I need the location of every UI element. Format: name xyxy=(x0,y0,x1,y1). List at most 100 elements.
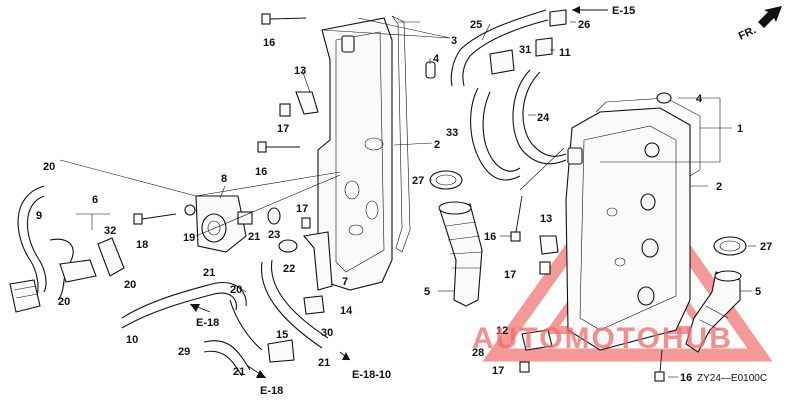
callout-4: 4 xyxy=(696,93,703,105)
callout-19: 19 xyxy=(183,232,195,244)
hose-30-outer xyxy=(270,259,329,339)
callout-23: 23 xyxy=(268,229,280,241)
seal-4-right xyxy=(656,92,672,104)
callout-3: 3 xyxy=(451,35,457,47)
oring-19 xyxy=(184,204,196,216)
sensor-32 xyxy=(97,237,125,277)
fitting-26 xyxy=(549,9,567,27)
seal-4-left xyxy=(425,61,436,79)
callout-20: 20 xyxy=(230,284,242,296)
bolt-16b xyxy=(257,141,300,153)
bolt-16a xyxy=(261,13,307,25)
callout-1: 1 xyxy=(737,123,743,135)
callout-15: 15 xyxy=(276,329,288,341)
air-valve-8 xyxy=(195,195,253,253)
callout-2: 2 xyxy=(434,139,440,151)
gasket-left xyxy=(391,15,411,253)
clamp-27-right-inner xyxy=(719,240,741,252)
cylinder-cover-right xyxy=(565,97,701,351)
callout-16: 16 xyxy=(263,37,275,49)
clamp-27-right xyxy=(713,236,747,256)
callout-18: 18 xyxy=(136,239,148,251)
oring-23 xyxy=(267,207,281,225)
callout-17: 17 xyxy=(296,203,308,215)
callout-17: 17 xyxy=(504,269,516,281)
fitting-11 xyxy=(535,37,553,57)
bolt-16c xyxy=(510,195,523,242)
bracket-13a xyxy=(295,91,319,115)
callout-16: 16 xyxy=(255,166,267,178)
clip-14 xyxy=(303,295,325,315)
hose-29 xyxy=(203,340,251,371)
hose-33-outer xyxy=(482,91,521,172)
callout-25: 25 xyxy=(470,19,482,31)
callout-21: 21 xyxy=(248,231,260,243)
hose-25-outer xyxy=(462,19,549,87)
callout-2: 2 xyxy=(716,181,722,193)
bracket-12 xyxy=(521,329,553,351)
callout-8: 8 xyxy=(221,173,227,185)
callout-32: 32 xyxy=(104,225,116,237)
callout-11: 11 xyxy=(559,47,571,59)
callout-20: 20 xyxy=(43,161,55,173)
callout-30: 30 xyxy=(321,327,333,339)
callout-20: 20 xyxy=(58,296,70,308)
callout-16: 16 xyxy=(680,372,692,384)
bolt-16d xyxy=(654,349,665,382)
callout-17: 17 xyxy=(277,123,289,135)
callout-21: 21 xyxy=(233,366,245,378)
callout-7: 7 xyxy=(342,276,348,288)
callout-33: 33 xyxy=(446,127,458,139)
hose-30 xyxy=(260,261,323,349)
callout-16: 16 xyxy=(484,231,496,243)
hose-10-outer xyxy=(121,292,237,329)
callout-22: 22 xyxy=(283,263,295,275)
callout-labels: 16 3 4 13 17 2 16 20 9 6 32 18 8 19 21 2… xyxy=(36,19,772,384)
arrow-e18-10 xyxy=(339,351,351,361)
clamp-27-left xyxy=(429,170,463,190)
callout-12: 12 xyxy=(496,325,508,337)
bolt-17c xyxy=(539,261,551,275)
bracket-13b xyxy=(539,235,559,255)
reference-e18: E-18 xyxy=(260,385,283,397)
clip-31 xyxy=(489,49,515,75)
elbow-tube-left xyxy=(438,201,483,307)
callout-27: 27 xyxy=(760,241,772,253)
callout-28: 28 xyxy=(472,347,484,359)
hose-9 xyxy=(17,185,45,297)
leader-lines xyxy=(59,17,756,378)
callout-29: 29 xyxy=(178,346,190,358)
callout-31: 31 xyxy=(519,44,531,56)
hose-25 xyxy=(450,9,547,87)
callout-5: 5 xyxy=(424,286,430,298)
bolt-17d xyxy=(519,361,530,373)
clamp-27-left-inner xyxy=(435,174,457,186)
hose-9-outer xyxy=(26,195,47,293)
sensor-plug xyxy=(9,279,41,313)
cylinder-cover-left xyxy=(317,17,393,291)
hose-24 xyxy=(512,69,567,165)
callout-21: 21 xyxy=(318,357,330,369)
reference-e15: E-15 xyxy=(612,5,635,17)
watermark-text: AUTOMOTOHUB xyxy=(472,322,733,355)
reference-e18-10: E-18-10 xyxy=(352,369,391,381)
bracket-7 xyxy=(302,231,333,291)
arrow-e18a xyxy=(189,303,211,313)
clamp-22 xyxy=(278,239,298,253)
callout-27: 27 xyxy=(412,175,424,187)
bolt-17b xyxy=(301,217,311,229)
arrow-e18b xyxy=(247,365,267,379)
hose-29-outer xyxy=(203,350,243,377)
bolt-17a xyxy=(279,103,291,117)
reference-labels: E-15 E-18 E-18 E-18-10 xyxy=(196,5,635,397)
callout-10: 10 xyxy=(126,334,138,346)
callout-21: 21 xyxy=(203,267,215,279)
callout-20: 20 xyxy=(124,279,136,291)
front-direction-arrow xyxy=(758,6,782,28)
hose-29-top xyxy=(229,299,263,351)
callout-6: 6 xyxy=(92,194,98,206)
connector-6 xyxy=(59,259,97,283)
callout-4: 4 xyxy=(433,53,440,65)
arrow-e15 xyxy=(572,6,608,14)
